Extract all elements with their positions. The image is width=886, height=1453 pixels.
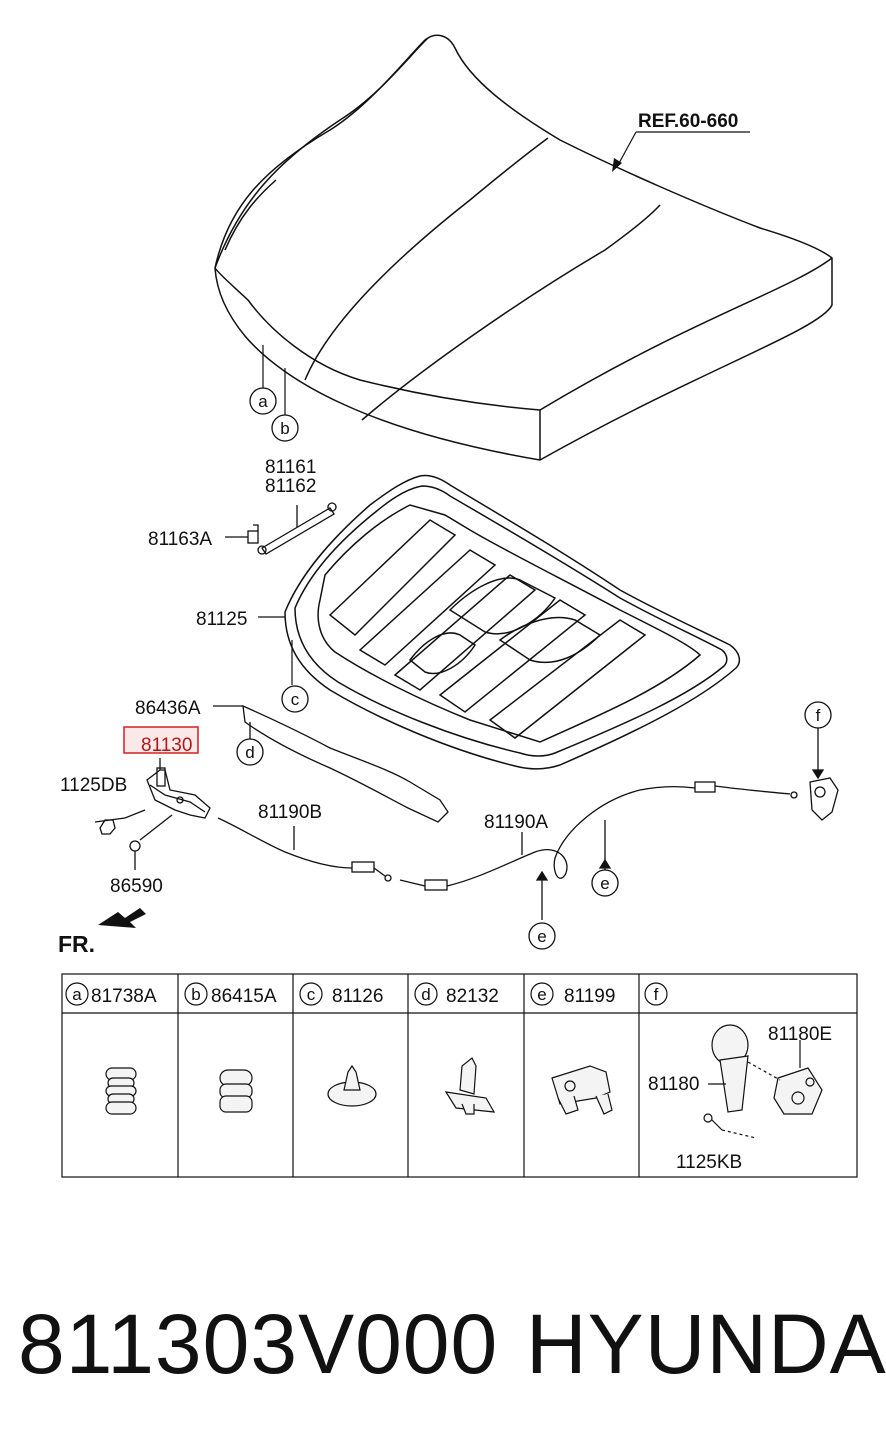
footer-part-number: 811303V000 xyxy=(18,1297,499,1391)
label-81162: 81162 xyxy=(265,476,316,497)
callout-a-letter: a xyxy=(258,392,268,411)
callout-f: f xyxy=(804,701,832,729)
footer-caption: 811303V000 HYUNDAI xyxy=(0,1294,886,1404)
callout-d: d xyxy=(236,738,264,766)
callout-e-right: e xyxy=(591,869,619,897)
legend-part-a: 81738A xyxy=(91,986,157,1007)
callout-c-letter: c xyxy=(291,690,300,709)
legend-label-81180E: 81180E xyxy=(768,1024,832,1045)
label-81190A: 81190A xyxy=(484,812,548,833)
release-cables xyxy=(217,781,798,920)
callout-b-letter: b xyxy=(280,419,289,438)
hood-leaders xyxy=(262,345,286,415)
legend-header-c: c 81126 xyxy=(299,982,383,1007)
label-81163A: 81163A xyxy=(148,529,212,550)
ref-label: REF.60-660 xyxy=(638,111,738,132)
legend-header-a: a 81738A xyxy=(65,982,157,1007)
hood-panel xyxy=(214,34,833,461)
highlighted-part-81130[interactable]: 81130 xyxy=(123,726,199,756)
fr-label: FR. xyxy=(58,931,95,957)
legend-letter-c: c xyxy=(307,985,316,1004)
ref-callout: REF.60-660 xyxy=(612,111,750,172)
hood-seal xyxy=(213,704,449,823)
legend-letter-e: e xyxy=(537,985,546,1004)
legend-header-f: f xyxy=(644,982,668,1006)
label-86436A: 86436A xyxy=(135,698,201,719)
legend-label-81180: 81180 xyxy=(648,1074,699,1095)
rubber-stop-icon xyxy=(219,1069,253,1113)
legend-part-d: 82132 xyxy=(446,986,499,1007)
legend-header-b: b 86415A xyxy=(184,982,277,1007)
hood-stay xyxy=(225,502,337,555)
clip-icon xyxy=(327,1064,377,1107)
front-arrow: FR. xyxy=(58,908,146,957)
callout-e-bottom-letter: e xyxy=(537,927,546,946)
highlight-box xyxy=(123,726,199,754)
legend-letter-a: a xyxy=(72,985,82,1004)
release-handle-assembly-icon xyxy=(703,1024,823,1139)
callout-e-bottom: e xyxy=(528,922,556,950)
callout-f-letter: f xyxy=(816,706,821,725)
legend-part-e: 81199 xyxy=(564,986,615,1007)
callout-d-letter: d xyxy=(245,743,254,762)
release-handle xyxy=(809,728,839,821)
callout-e-right-letter: e xyxy=(600,874,609,893)
legend-letter-b: b xyxy=(191,985,200,1004)
label-81161: 81161 xyxy=(265,457,316,478)
label-81130: 81130 xyxy=(141,735,192,756)
hood-latch xyxy=(94,758,211,870)
push-clip-icon xyxy=(444,1057,496,1115)
label-81190B: 81190B xyxy=(258,802,322,823)
callout-b: b xyxy=(271,414,299,442)
legend-part-c: 81126 xyxy=(332,986,383,1007)
bumper-stop-icon xyxy=(105,1067,137,1115)
legend-label-1125KB: 1125KB xyxy=(676,1152,742,1173)
label-86590: 86590 xyxy=(110,876,163,897)
legend-letter-f: f xyxy=(654,985,659,1004)
legend-letter-d: d xyxy=(421,985,430,1004)
legend-table xyxy=(61,973,858,1178)
footer-brand: HYUNDAI xyxy=(526,1297,886,1391)
legend-header-d: d 82132 xyxy=(414,982,499,1007)
cable-clamp-icon xyxy=(551,1065,613,1115)
hood-insulator-pad xyxy=(284,474,741,770)
pad-leader xyxy=(258,616,293,685)
callout-a: a xyxy=(249,387,277,415)
legend-part-b: 86415A xyxy=(211,986,277,1007)
label-81125: 81125 xyxy=(196,609,247,630)
legend-header-e: e 81199 xyxy=(530,982,615,1007)
label-1125DB: 1125DB xyxy=(60,775,127,796)
callout-c: c xyxy=(281,685,309,713)
